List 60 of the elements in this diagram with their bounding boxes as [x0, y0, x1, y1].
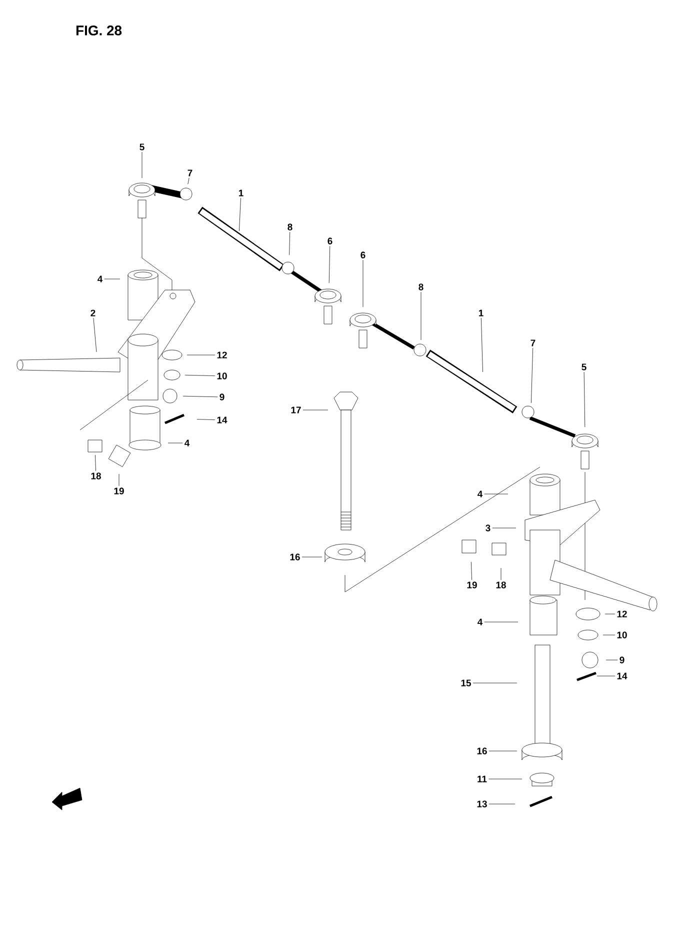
leader-line [95, 454, 96, 472]
leader-line [471, 562, 472, 580]
callout-number: 4 [184, 440, 190, 446]
callout-number: 15 [461, 680, 471, 686]
callout-number: 4 [478, 490, 483, 498]
leader-line [186, 354, 216, 356]
callout-number: 7 [188, 170, 192, 176]
callout-number: 14 [617, 672, 628, 680]
leader-line [480, 318, 483, 372]
leader-line [500, 568, 502, 580]
callout-number: 16 [477, 748, 487, 754]
callout-number: 6 [328, 238, 332, 244]
callout-number: 9 [620, 656, 624, 664]
callout-number: 8 [288, 224, 292, 230]
callout-number: 14 [217, 416, 228, 424]
callout-number: 7 [530, 340, 536, 346]
callout-number: 16 [290, 554, 300, 560]
callout-number: 6 [360, 252, 366, 258]
callout-number: 12 [217, 352, 227, 358]
figure-title: FIG. 28 [76, 26, 122, 36]
leader-line [602, 634, 616, 636]
leader-line [168, 442, 183, 444]
leader-line [188, 178, 190, 184]
leader-line [118, 474, 120, 486]
callout-number: 18 [91, 472, 101, 480]
callout-number: 12 [617, 610, 627, 618]
callout-number: 18 [496, 582, 506, 588]
callout-number: 19 [114, 488, 124, 494]
leader-line [328, 246, 330, 284]
leader-line [362, 260, 364, 308]
callout-number: 10 [217, 372, 227, 380]
leader-line [472, 682, 518, 684]
leader-line [488, 750, 518, 752]
callout-number: 9 [220, 394, 224, 400]
callout-number: 11 [478, 776, 487, 782]
callout-number: 5 [140, 144, 144, 150]
leader-line [182, 396, 218, 398]
leader-line [239, 198, 241, 232]
callout-number: 1 [238, 190, 244, 196]
leader-line [196, 419, 216, 420]
leader-line [184, 374, 216, 376]
leader-line [104, 278, 120, 280]
callout-number: 1 [478, 310, 484, 316]
callout-number: 13 [477, 800, 487, 808]
callout-number: 19 [467, 582, 477, 588]
leader-line [420, 292, 422, 340]
callout-number: 4 [98, 276, 103, 282]
leader-line [488, 778, 522, 780]
leader-line [289, 232, 290, 256]
callout-number: 17 [291, 406, 301, 414]
callout-number: 8 [418, 284, 424, 290]
callout-number: 2 [90, 310, 96, 316]
callout-number: 3 [486, 524, 490, 532]
leader-line [93, 318, 97, 352]
callout-number: 4 [478, 618, 483, 626]
leader-line [531, 348, 534, 404]
leader-line [302, 556, 322, 558]
callout-number: 5 [582, 364, 586, 370]
callout-number: 10 [617, 632, 627, 638]
leader-line [584, 372, 586, 428]
